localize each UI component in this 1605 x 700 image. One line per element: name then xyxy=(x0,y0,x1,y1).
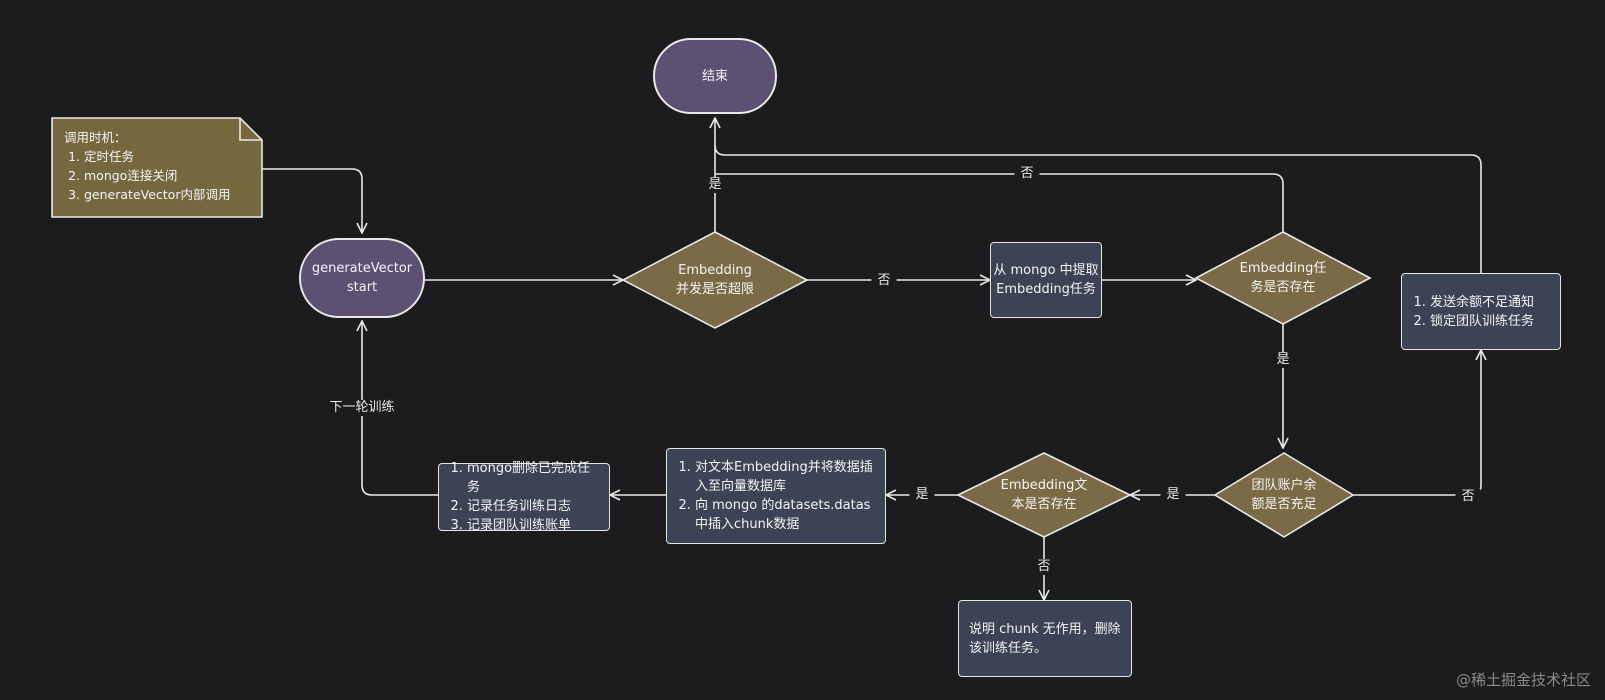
edge-balance-no-to-insufficient xyxy=(1353,350,1481,496)
complete-task-node: mongo删除已完成任务 记录任务训练日志 记录团队训练账单 xyxy=(438,461,610,533)
decision-task-exists-line1: Embedding任 xyxy=(1239,261,1327,276)
decision-text-exists-line1: Embedding文 xyxy=(1000,478,1088,493)
trigger-note-item: mongo连接关闭 xyxy=(84,166,250,185)
label-concurrency-yes: 是 xyxy=(702,177,728,193)
edge-complete-to-start xyxy=(362,321,438,496)
label-task-no: 否 xyxy=(1014,166,1040,182)
decision-concurrency-line2: 并发是否超限 xyxy=(675,282,754,297)
label-balance-yes: 是 xyxy=(1160,487,1186,503)
watermark: @稀土掘金技术社区 xyxy=(1455,671,1591,689)
decision-text-exists-shape xyxy=(956,452,1132,538)
decision-balance-line1: 团队账户余 xyxy=(1251,478,1317,493)
insufficient-action-item: 发送余额不足通知 xyxy=(1430,293,1534,312)
decision-task-exists-line2: 务是否存在 xyxy=(1250,280,1316,295)
decision-text-exists: Embedding文 本是否存在 xyxy=(974,473,1114,517)
fetch-task-node: 从 mongo 中提取 Embedding任务 xyxy=(990,242,1102,318)
label-next-round: 下一轮训练 xyxy=(323,400,401,416)
decision-concurrency-shape xyxy=(621,231,809,329)
decision-task-exists-shape xyxy=(1194,231,1372,325)
trigger-note: 调用时机： 定时任务 mongo连接关闭 generateVector内部调用 xyxy=(54,122,260,210)
label-concurrency-no: 否 xyxy=(871,273,897,289)
label-task-yes: 是 xyxy=(1270,352,1296,368)
decision-task-exists: Embedding任 务是否存在 xyxy=(1213,256,1353,300)
label-text-yes: 是 xyxy=(909,487,935,503)
decision-concurrency: Embedding 并发是否超限 xyxy=(643,258,787,302)
label-text-no: 否 xyxy=(1031,559,1057,575)
insert-action-item: 向 mongo 的datasets.datas 中插入chunk数据 xyxy=(695,496,875,534)
edge-task-no-to-end xyxy=(715,173,1284,232)
fetch-task-line1: 从 mongo 中提取 xyxy=(993,263,1099,278)
complete-action-item: 记录团队训练账单 xyxy=(467,516,599,535)
fetch-task-line2: Embedding任务 xyxy=(996,282,1096,297)
complete-action-item: 记录任务训练日志 xyxy=(467,497,599,516)
edge-note-to-start xyxy=(262,168,362,233)
end-node: 结束 xyxy=(653,38,777,114)
trigger-note-title: 调用时机： xyxy=(64,130,127,145)
label-balance-no: 否 xyxy=(1455,489,1481,505)
invalid-chunk-text: 说明 chunk 无作用，删除该训练任务。 xyxy=(969,621,1121,656)
note-shape xyxy=(51,117,263,218)
trigger-note-item: 定时任务 xyxy=(84,147,250,166)
decision-concurrency-line1: Embedding xyxy=(678,263,752,278)
end-node-label: 结束 xyxy=(701,68,728,84)
edge-insufficient-to-end xyxy=(714,144,1482,273)
decision-balance-line2: 额是否充足 xyxy=(1251,497,1317,512)
decision-text-exists-line2: 本是否存在 xyxy=(1011,497,1077,512)
insert-action-item: 对文本Embedding并将数据插入至向量数据库 xyxy=(695,458,875,496)
decision-balance-shape xyxy=(1213,452,1355,538)
start-node-label-line1: generateVector xyxy=(311,261,413,276)
invalid-chunk-node: 说明 chunk 无作用，删除该训练任务。 xyxy=(958,600,1132,677)
complete-action-item: mongo删除已完成任务 xyxy=(467,459,599,497)
start-node: generateVector start xyxy=(299,238,425,318)
insufficient-balance-node: 发送余额不足通知 锁定团队训练任务 xyxy=(1401,273,1561,350)
start-node-label-line2: start xyxy=(346,280,378,295)
trigger-note-item: generateVector内部调用 xyxy=(84,185,250,204)
note-fold xyxy=(239,118,262,141)
decision-balance: 团队账户余 额是否充足 xyxy=(1229,473,1339,517)
insufficient-action-item: 锁定团队训练任务 xyxy=(1430,312,1534,331)
insert-data-node: 对文本Embedding并将数据插入至向量数据库 向 mongo 的datase… xyxy=(666,448,886,544)
